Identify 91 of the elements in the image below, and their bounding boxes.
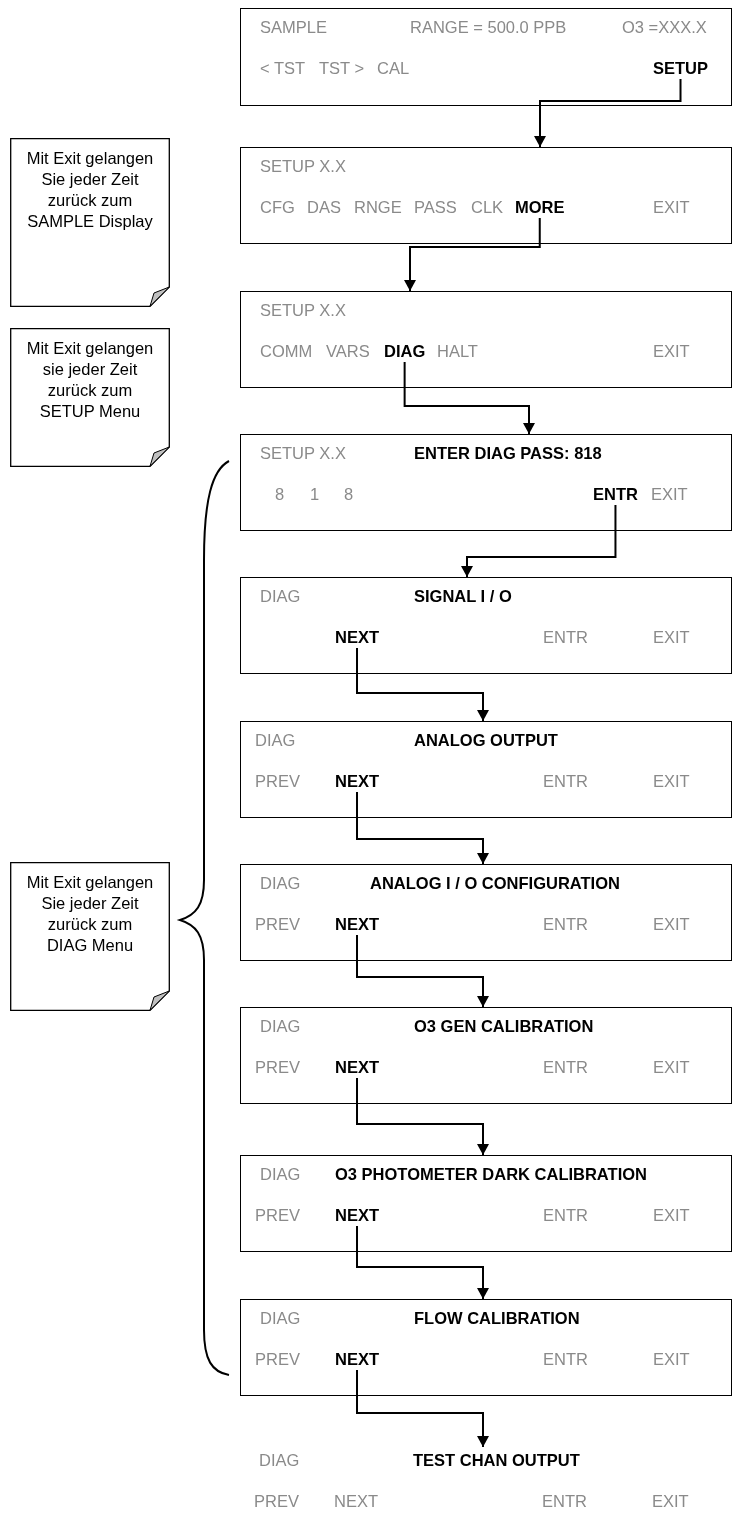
softkey-label: DAS (307, 198, 341, 217)
softkey-label: RNGE (354, 198, 402, 217)
display-text: SAMPLE (260, 18, 327, 37)
softkey-label: EXIT (653, 1058, 690, 1077)
display-screen (240, 864, 732, 961)
softkey-label: EXIT (651, 485, 688, 504)
note-box (10, 862, 170, 1011)
display-text: DIAG (260, 874, 301, 893)
display-screen (240, 8, 732, 106)
display-text: SIGNAL I / O (414, 587, 512, 606)
softkey-label: ENTR (543, 1206, 588, 1225)
softkey-label: PREV (255, 1206, 300, 1225)
display-text: ENTER DIAG PASS: 818 (414, 444, 602, 463)
display-screen (240, 1299, 732, 1396)
softkey-label: SETUP (653, 59, 708, 78)
softkey-label: DIAG (384, 342, 426, 361)
softkey-label: 8 (275, 485, 285, 504)
arrow (356, 1369, 489, 1448)
softkey-label: EXIT (653, 1206, 690, 1225)
softkey-label: PREV (254, 1492, 299, 1511)
softkey-label: VARS (326, 342, 370, 361)
softkey-label: NEXT (335, 772, 379, 791)
display-text: FLOW CALIBRATION (414, 1309, 580, 1328)
softkey-label: EXIT (653, 342, 690, 361)
softkey-label: NEXT (335, 628, 379, 647)
display-text: DIAG (260, 1017, 301, 1036)
softkey-label: ENTR (543, 1350, 588, 1369)
softkey-label: NEXT (334, 1492, 378, 1511)
display-text: DIAG (260, 1165, 301, 1184)
softkey-label: ENTR (543, 628, 588, 647)
softkey-label: NEXT (335, 1058, 379, 1077)
display-screen (240, 1007, 732, 1104)
note-box (10, 138, 170, 307)
display-text: SETUP X.X (260, 157, 346, 176)
display-text: DIAG (255, 731, 296, 750)
softkey-label: ENTR (543, 1058, 588, 1077)
display-screen (240, 721, 732, 818)
display-text: SETUP X.X (260, 444, 346, 463)
softkey-label: PASS (414, 198, 457, 217)
softkey-label: TST > (319, 59, 365, 78)
softkey-label: PREV (255, 1350, 300, 1369)
arrow (356, 934, 489, 1008)
arrow (461, 504, 617, 578)
display-text: DIAG (259, 1451, 300, 1470)
display-screen (240, 434, 732, 531)
display-text: ANALOG OUTPUT (414, 731, 558, 750)
softkey-label: ENTR (593, 485, 638, 504)
softkey-label: NEXT (335, 915, 379, 934)
softkey-label: EXIT (653, 1350, 690, 1369)
note-text: Mit Exit gelangen Sie jeder Zeit zurück zum SAMPLE Display (26, 148, 154, 232)
display-text: ANALOG I / O CONFIGURATION (370, 874, 620, 893)
display-screen (240, 291, 732, 388)
softkey-label: PREV (255, 915, 300, 934)
softkey-label: ENTR (542, 1492, 587, 1511)
arrow (356, 1225, 489, 1300)
softkey-label: MORE (515, 198, 565, 217)
display-text: DIAG (260, 587, 301, 606)
display-text: SETUP X.X (260, 301, 346, 320)
note-text: Mit Exit gelangen sie jeder Zeit zurück zum SETUP Menu (26, 338, 154, 422)
softkey-label: EXIT (652, 1492, 689, 1511)
softkey-label: NEXT (335, 1350, 379, 1369)
softkey-label: 1 (310, 485, 320, 504)
softkey-label: CFG (260, 198, 295, 217)
note-box (10, 328, 170, 467)
softkey-label: EXIT (653, 915, 690, 934)
softkey-label: ENTR (543, 772, 588, 791)
softkey-label: EXIT (653, 772, 690, 791)
display-text: RANGE = 500.0 PPB (410, 18, 567, 37)
softkey-label: COMM (260, 342, 313, 361)
note-text: Mit Exit gelangen Sie jeder Zeit zurück zum DIAG Menu (26, 872, 154, 956)
softkey-label: NEXT (335, 1206, 379, 1225)
display-screen (240, 1155, 732, 1252)
softkey-label: EXIT (653, 628, 690, 647)
softkey-label: < TST (260, 59, 306, 78)
arrow (534, 78, 682, 148)
display-text: O3 PHOTOMETER DARK CALIBRATION (335, 1165, 647, 1184)
display-text: O3 GEN CALIBRATION (414, 1017, 594, 1036)
softkey-label: CAL (377, 59, 410, 78)
display-screen (240, 147, 732, 244)
softkey-label: CLK (471, 198, 504, 217)
arrow (404, 217, 541, 292)
softkey-label: HALT (437, 342, 478, 361)
display-screen (240, 577, 732, 674)
softkey-label: 8 (344, 485, 354, 504)
display-text: O3 =XXX.X (622, 18, 707, 37)
softkey-label: PREV (255, 1058, 300, 1077)
display-text: DIAG (260, 1309, 301, 1328)
softkey-label: ENTR (543, 915, 588, 934)
display-text: TEST CHAN OUTPUT (413, 1451, 580, 1470)
softkey-label: PREV (255, 772, 300, 791)
softkey-label: EXIT (653, 198, 690, 217)
